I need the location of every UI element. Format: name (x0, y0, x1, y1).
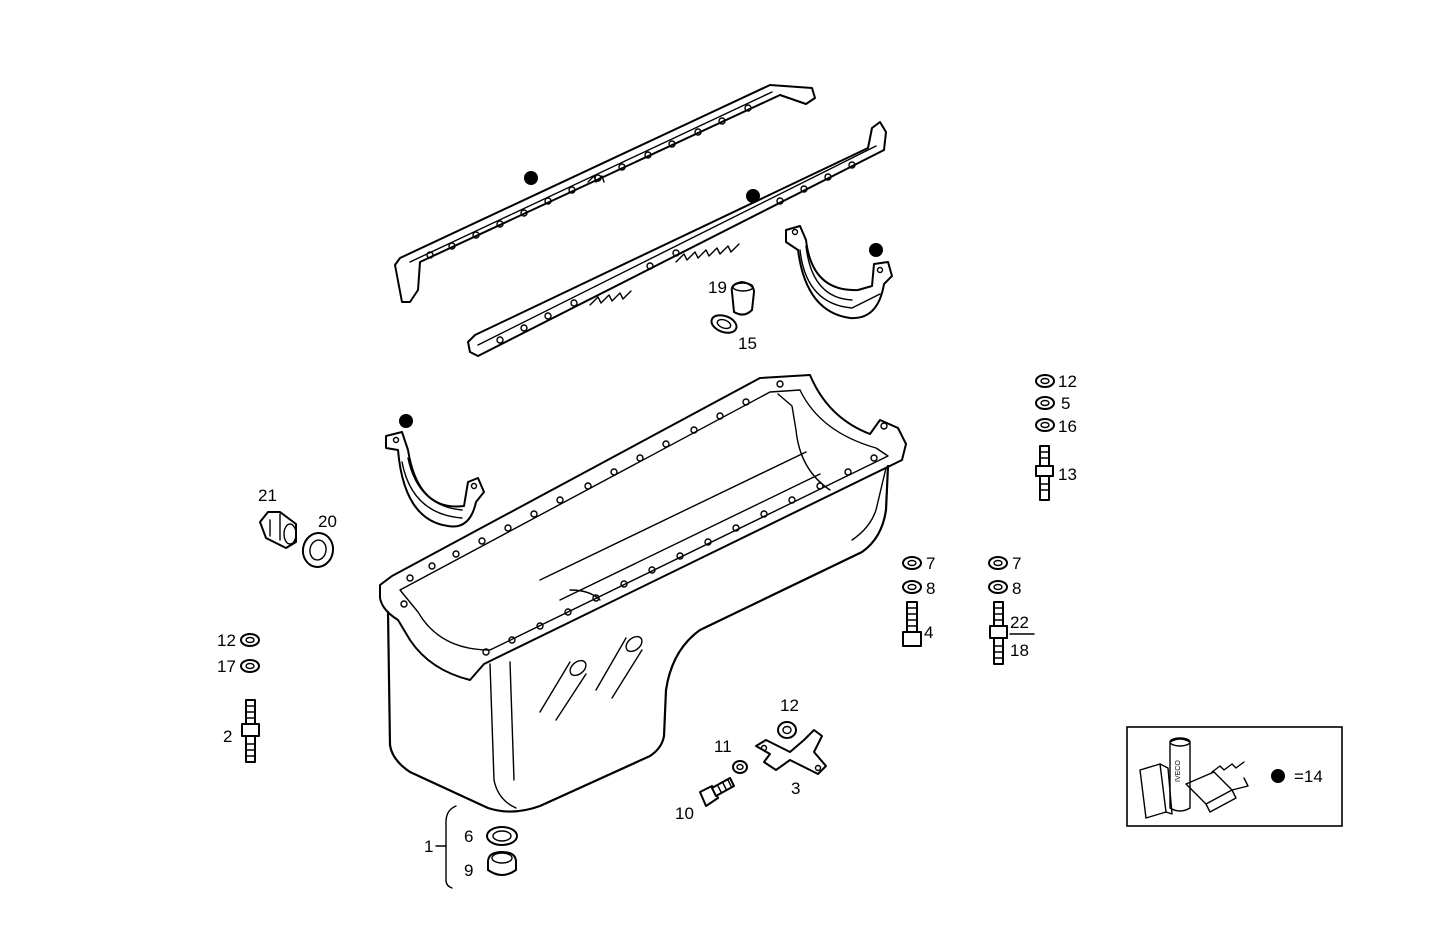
label-2: 2 (223, 727, 232, 746)
sealant-bullet-seal-right (869, 243, 883, 257)
stud-22-18[interactable] (989, 601, 1008, 665)
sealant-bullet-gasket-upper (524, 171, 538, 185)
gasket-strip-lower[interactable] (467, 121, 887, 357)
stud-2[interactable] (241, 699, 260, 763)
washer-5[interactable] (1035, 396, 1055, 410)
label-20: 20 (318, 512, 337, 531)
group-bracket-1 (445, 805, 457, 889)
legend-text: =14 (1294, 767, 1323, 786)
label-8-center: 8 (926, 579, 935, 598)
washer-16[interactable] (1035, 418, 1055, 432)
sealant-bullet-seal-left (399, 414, 413, 428)
plug-9[interactable] (487, 851, 517, 876)
washer-7-right[interactable] (988, 556, 1008, 570)
gasket-bolt-holes-lower (496, 161, 856, 344)
label-19: 19 (708, 278, 727, 297)
washer-11[interactable] (732, 760, 748, 774)
washer-20[interactable] (300, 531, 335, 570)
label-9: 9 (464, 861, 473, 880)
sleeve-19[interactable] (730, 281, 755, 316)
washer-8-center[interactable] (902, 580, 922, 594)
label-8-right: 8 (1012, 579, 1021, 598)
nut-12-bracket[interactable] (777, 721, 797, 739)
label-17: 17 (217, 657, 236, 676)
label-4: 4 (924, 623, 933, 642)
washer-8-right[interactable] (988, 580, 1008, 594)
label-15: 15 (738, 334, 757, 353)
label-3: 3 (791, 779, 800, 798)
sealant-kit-icon: IVECO (1139, 737, 1249, 819)
label-6: 6 (464, 827, 473, 846)
label-22: 22 (1010, 613, 1029, 632)
oil-pan[interactable] (379, 374, 907, 813)
label-7-right: 7 (1012, 554, 1021, 573)
bolt-10[interactable] (699, 777, 735, 807)
stud-13[interactable] (1035, 445, 1054, 501)
label-21: 21 (258, 486, 277, 505)
legend-brand-text: IVECO (1175, 760, 1182, 782)
sealant-bullet-gasket-lower (746, 189, 760, 203)
seal-ring-15[interactable] (709, 312, 739, 336)
gasket-strip-upper[interactable] (394, 84, 816, 303)
label-12-right: 12 (1058, 372, 1077, 391)
label-13: 13 (1058, 465, 1077, 484)
label-10: 10 (675, 804, 694, 823)
label-7-center: 7 (926, 554, 935, 573)
nut-12-left[interactable] (240, 633, 260, 647)
label-12-bracket: 12 (780, 696, 799, 715)
label-18: 18 (1010, 641, 1029, 660)
label-5: 5 (1061, 394, 1070, 413)
label-1: 1 (424, 837, 433, 856)
label-11: 11 (714, 737, 732, 756)
half-moon-seal-right[interactable] (785, 225, 893, 320)
washer-17[interactable] (240, 659, 260, 673)
legend-box: IVECO =14 (1126, 726, 1343, 827)
label-16: 16 (1058, 417, 1077, 436)
bracket-3[interactable] (755, 729, 827, 775)
gasket-bolt-holes-upper (426, 104, 752, 259)
nut-12-right[interactable] (1035, 374, 1055, 388)
washer-7-center[interactable] (902, 556, 922, 570)
legend-bullet (1271, 769, 1285, 783)
label-12-left: 12 (217, 631, 236, 650)
washer-6[interactable] (486, 826, 518, 846)
bolt-4[interactable] (902, 601, 922, 647)
oil-pan-flange-holes (400, 380, 888, 656)
half-moon-seal-left[interactable] (385, 431, 485, 528)
drain-plug-21[interactable] (259, 511, 297, 549)
